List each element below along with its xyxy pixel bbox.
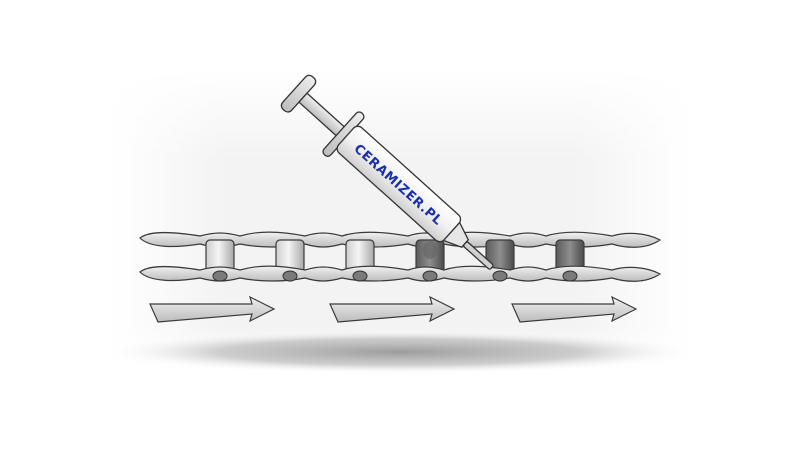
backdrop: [110, 70, 690, 370]
pin: [282, 270, 298, 282]
direction-arrows: [149, 295, 638, 323]
arrow-right-icon: [149, 295, 276, 323]
pin: [212, 270, 228, 282]
arrow-right-icon: [511, 295, 638, 323]
roller-chain: [139, 231, 662, 282]
chain-upper-plates: [139, 231, 662, 248]
pin: [492, 270, 508, 282]
chain-rollers: [205, 239, 585, 273]
ground-shadow: [100, 330, 700, 374]
pin: [422, 270, 438, 282]
chain-lower-plates: [139, 265, 662, 282]
syringe-nozzle: [463, 241, 494, 270]
chain-pins: [212, 270, 578, 282]
syringe-tip: [442, 221, 470, 249]
pin: [562, 270, 578, 282]
pin: [352, 270, 368, 282]
lubricant-drop: [423, 241, 437, 259]
arrow-right-icon: [329, 295, 456, 323]
